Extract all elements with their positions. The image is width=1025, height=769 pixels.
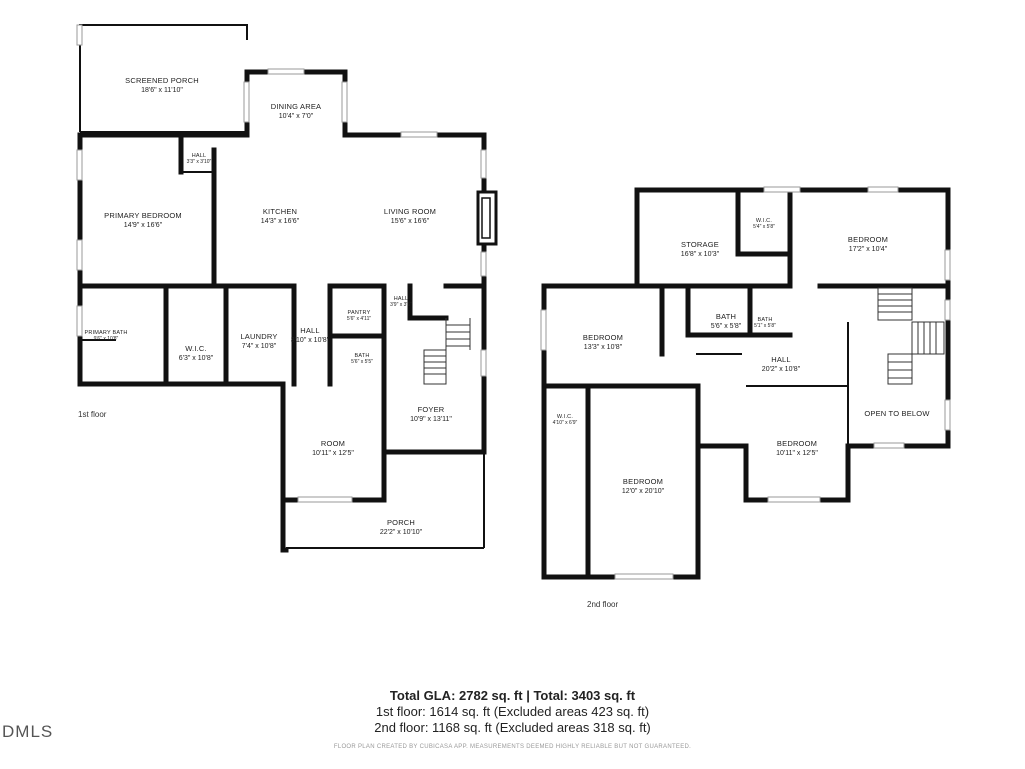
room-name-pantry: PANTRY <box>347 310 370 316</box>
room-dims-bath-1: 5'6" x 5'5" <box>351 359 373 365</box>
room-name-hall-2: HALL <box>771 355 791 364</box>
room-name-hall-small: HALL <box>192 153 207 159</box>
room-name-wic-1: W.I.C. <box>185 344 207 353</box>
room-dims-pantry: 5'6" x 4'11" <box>347 316 371 322</box>
floor1-walls <box>76 24 498 553</box>
summary-total: Total GLA: 2782 sq. ft | Total: 3403 sq.… <box>389 688 636 703</box>
room-dims-wic-1: 6'3" x 10'8" <box>179 355 214 362</box>
room-dims-bath-2a: 5'6" x 5'8" <box>711 323 742 330</box>
room-name-primary-bath: PRIMARY BATH <box>84 330 127 336</box>
room-dims-bedroom-w: 13'3" x 10'8" <box>584 344 623 351</box>
room-name-bath-2a: BATH <box>716 312 736 321</box>
room-name-foyer: FOYER <box>418 405 445 414</box>
summary-floor2: 2nd floor: 1168 sq. ft (Excluded areas 3… <box>374 720 651 735</box>
room-dims-porch: 22'2" x 10'10" <box>380 529 423 536</box>
room-name-hall-main: HALL <box>300 326 320 335</box>
room-name-hall-closet: HALL <box>394 296 409 302</box>
room-dims-bedroom-se: 10'11" x 12'5" <box>776 450 818 457</box>
disclaimer: FLOOR PLAN CREATED BY CUBICASA APP. MEAS… <box>333 744 692 750</box>
room-name-bedroom-se: BEDROOM <box>777 439 817 448</box>
room-dims-foyer: 10'9" x 13'11" <box>410 416 452 423</box>
room-name-storage: STORAGE <box>681 240 719 249</box>
room-name-living-room: LIVING ROOM <box>384 207 436 216</box>
room-name-wic-2a: W.I.C. <box>756 218 772 224</box>
area-summary: Total GLA: 2782 sq. ft | Total: 3403 sq.… <box>0 688 1025 736</box>
room-dims-primary-bedroom: 14'9" x 16'6" <box>124 222 163 229</box>
room-name-bath-1: BATH <box>354 353 369 359</box>
room-dims-hall-closet: 3'9" x 3'6" <box>390 302 412 308</box>
room-dims-hall-2: 20'2" x 10'8" <box>762 366 801 373</box>
room-name-porch: PORCH <box>387 518 415 527</box>
room-name-bedroom-s: BEDROOM <box>623 477 663 486</box>
floor2-walls <box>540 186 951 580</box>
room-dims-living-room: 15'6" x 16'6" <box>391 218 430 225</box>
room-dims-room: 10'11" x 12'5" <box>312 450 354 457</box>
room-name-screened-porch: SCREENED PORCH <box>125 76 199 85</box>
room-name-kitchen: KITCHEN <box>263 207 297 216</box>
room-dims-wic-2a: 5'4" x 5'8" <box>753 224 775 230</box>
room-name-open-to-below: OPEN TO BELOW <box>864 409 930 418</box>
room-name-bedroom-w: BEDROOM <box>583 333 623 342</box>
room-dims-screened-porch: 18'6" x 11'10" <box>141 87 183 94</box>
room-dims-dining-area: 10'4" x 7'0" <box>279 113 314 120</box>
floor2-label: 2nd floor <box>587 600 618 609</box>
room-dims-laundry: 7'4" x 10'8" <box>242 343 277 350</box>
room-dims-bedroom-ne: 17'2" x 10'4" <box>849 246 888 253</box>
room-dims-storage: 16'8" x 10'3" <box>681 251 720 258</box>
room-dims-primary-bath: 9'6" x 10'8" <box>94 336 119 342</box>
room-name-primary-bedroom: PRIMARY BEDROOM <box>104 211 182 220</box>
room-dims-hall-small: 3'3" x 3'10" <box>187 159 212 165</box>
room-dims-hall-main: 3'10" x 10'8" <box>291 337 330 344</box>
room-dims-bedroom-s: 12'0" x 20'10" <box>622 488 665 495</box>
room-name-dining-area: DINING AREA <box>271 102 322 111</box>
room-dims-kitchen: 14'3" x 16'6" <box>261 218 300 225</box>
room-name-bedroom-ne: BEDROOM <box>848 235 888 244</box>
floor1-room-labels: SCREENED PORCH 18'6" x 11'10" DINING AREA 1… <box>84 76 452 536</box>
room-name-laundry: LAUNDRY <box>240 332 277 341</box>
floor1-label: 1st floor <box>78 410 107 419</box>
room-name-bath-2b: BATH <box>757 317 772 323</box>
summary-floor1: 1st floor: 1614 sq. ft (Excluded areas 4… <box>375 704 650 719</box>
room-dims-bath-2b: 5'1" x 5'8" <box>754 323 776 329</box>
room-dims-wic-2b: 4'10" x 6'9" <box>553 420 578 426</box>
mls-logo: DMLS <box>2 722 54 741</box>
room-name-wic-2b: W.I.C. <box>557 414 573 420</box>
room-name-room: ROOM <box>321 439 345 448</box>
